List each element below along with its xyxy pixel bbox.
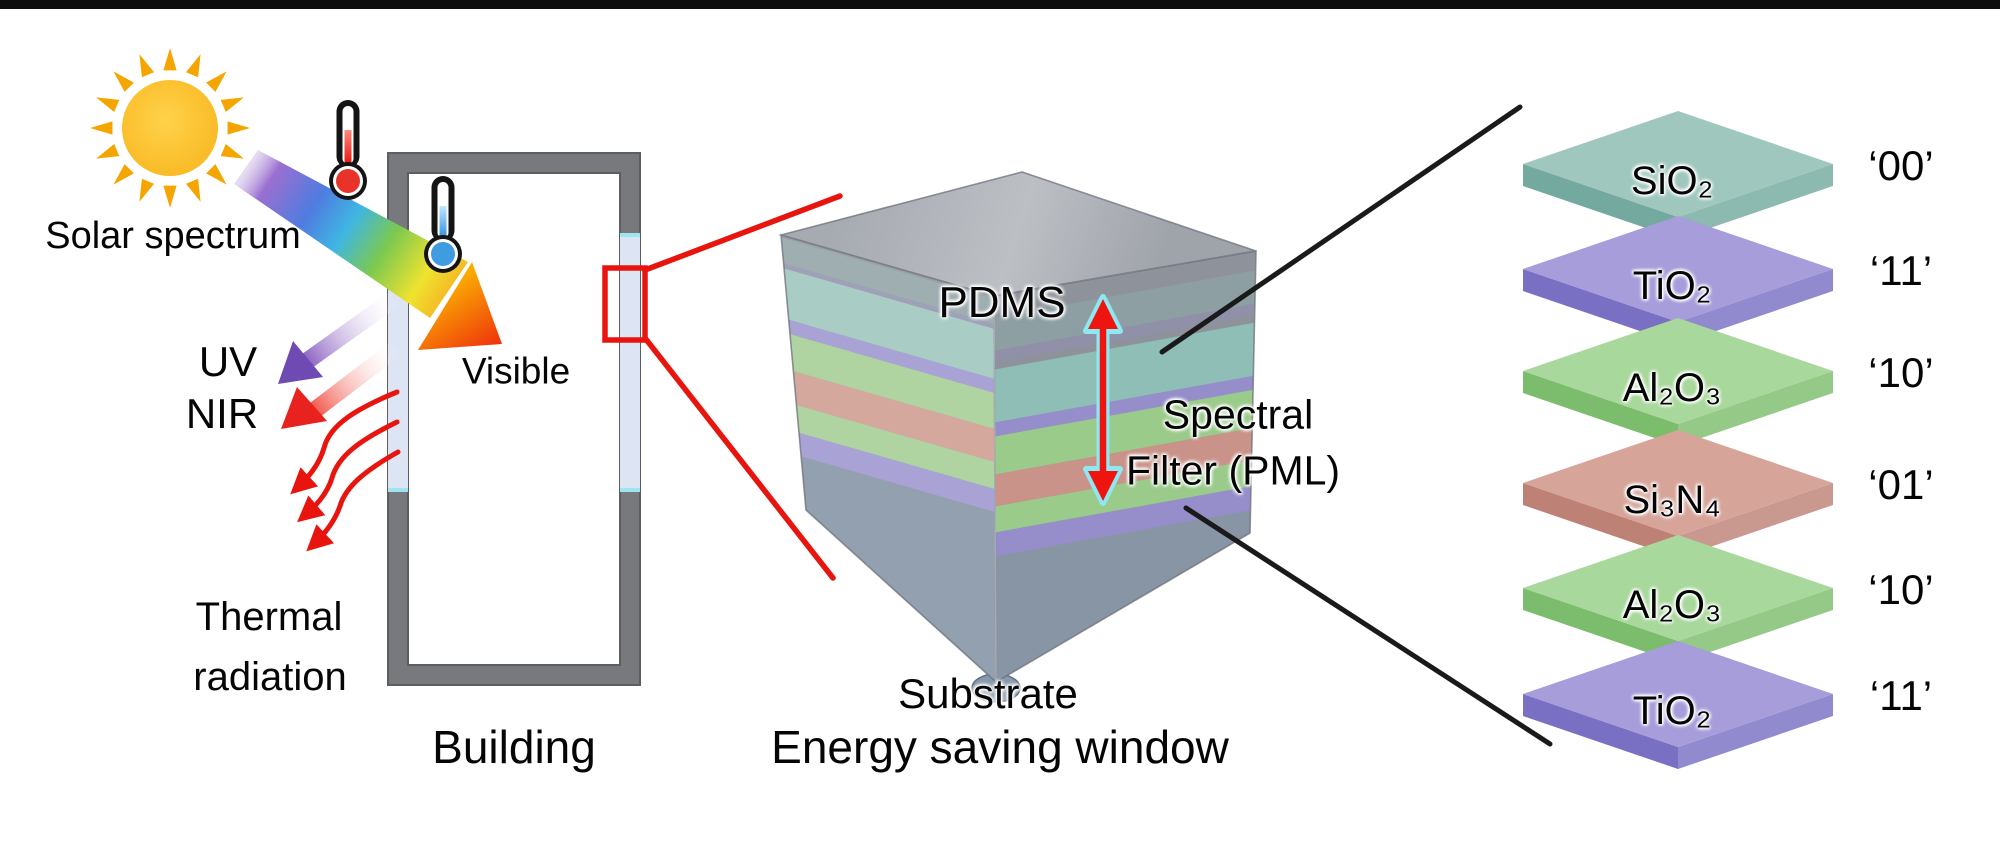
layer-material-label: TiO₂ [1632,689,1712,733]
building [387,152,641,686]
layer-stack [1523,111,1833,769]
thermometer-outdoor-icon [329,100,367,200]
thermometer-indoor-icon [424,176,462,273]
layer-code-label: ‘00’ [1868,142,1934,189]
layer-slab-tio2-2 [1523,641,1833,769]
sun-core [122,80,218,176]
thermal-radiation-waves [290,389,401,552]
callout-line-lower [642,335,836,581]
spectral-filter-label-line2: Filter (PML) [1125,447,1341,494]
cube-front-edge-highlight [993,295,997,683]
window-pane-right [620,237,640,488]
layer-code-label: ‘01’ [1868,461,1934,508]
cube-edges [777,171,1257,684]
layer-slab-al2o3-2 [1523,535,1833,663]
solar-spectrum-beam [234,150,468,318]
layer-material-label: Si₃N₄ [1623,478,1721,522]
layer-slab-si3n4 [1523,430,1833,558]
nir-arrowhead [281,387,327,429]
nir-beam [306,342,400,420]
pdms-label: PDMS [938,278,1066,327]
uv-beam [302,292,399,368]
top-border-bar [0,0,2000,9]
pml-thickness-arrow [1083,294,1123,506]
stack-callout-lines [1159,104,1553,747]
uv-arrowhead [278,341,323,384]
layer-material-label: TiO₂ [1632,264,1712,308]
sun-icon [90,48,250,208]
window-cube [777,171,1257,703]
stack-callout-line-lower [1183,505,1553,747]
building-caption: Building [432,721,596,773]
energy-saving-window-caption: Energy saving window [771,721,1229,773]
layer-code-label: ‘11’ [1869,247,1933,294]
layer-code-label: ‘10’ [1868,566,1934,613]
layer-slab-al2o3 [1523,318,1833,446]
cube-top-face [781,172,1256,296]
solar-spectrum-label: Solar spectrum [45,215,301,257]
window-edge-line [620,488,640,492]
nir-label: NIR [185,390,259,437]
window-edge-line [388,488,408,492]
layer-code-label: ‘11’ [1869,672,1933,719]
thermal-radiation-label-line1: Thermal [195,595,343,639]
layer-material-label: SiO₂ [1630,159,1714,203]
layer-slab-tio2 [1523,216,1833,344]
layer-material-label: Al₂O₃ [1622,583,1722,627]
substrate-label: Substrate [898,670,1078,717]
visible-arrow [418,262,502,350]
visible-label: Visible [461,350,571,392]
callout-rectangle [602,265,648,343]
layer-material-label: Al₂O₃ [1622,366,1722,410]
spectral-filter-label-line1: Spectral [1162,391,1314,438]
callout-line-upper [642,193,843,273]
layer-code-label: ‘10’ [1868,349,1934,396]
uv-label: UV [198,338,258,385]
sun-rays [90,48,250,208]
layer-slab-sio2 [1523,111,1833,239]
building-frame [387,152,641,686]
thermal-radiation-label-line2: radiation [193,655,347,699]
stack-callout-line-upper [1159,104,1523,355]
zoom-callout [602,193,843,581]
window-edge-line [620,233,640,237]
